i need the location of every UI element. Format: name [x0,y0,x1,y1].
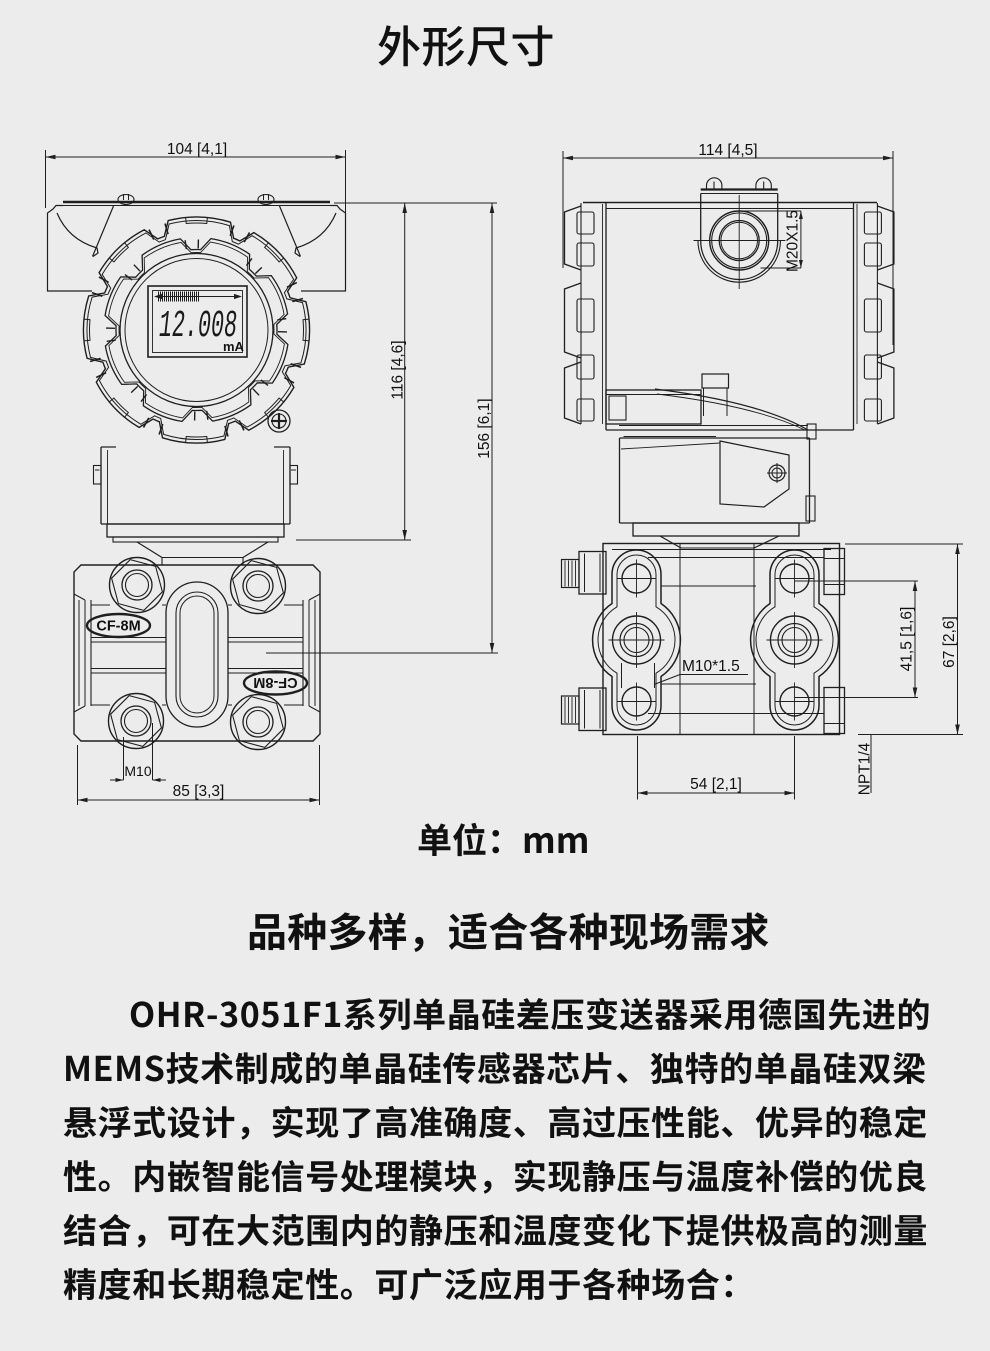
svg-text:116 [4,6]: 116 [4,6] [390,340,407,399]
svg-text:85 [3,3]: 85 [3,3] [173,783,225,800]
svg-text:156 [6,1]: 156 [6,1] [476,398,493,458]
svg-text:104 [4,1]: 104 [4,1] [167,141,227,158]
svg-text:M10*1.5: M10*1.5 [682,658,740,675]
svg-text:114 [4,5]: 114 [4,5] [698,142,757,159]
svg-text:CF-8M: CF-8M [253,674,297,690]
svg-text:M10: M10 [124,763,151,779]
svg-text:mA: mA [223,339,245,354]
svg-text:CF-8M: CF-8M [96,619,140,635]
svg-text:67 [2,6]: 67 [2,6] [941,616,958,668]
svg-text:41,5 [1,6]: 41,5 [1,6] [899,607,916,672]
svg-text:54 [2,1]: 54 [2,1] [690,776,742,793]
svg-text:M20X1.5: M20X1.5 [785,210,802,272]
